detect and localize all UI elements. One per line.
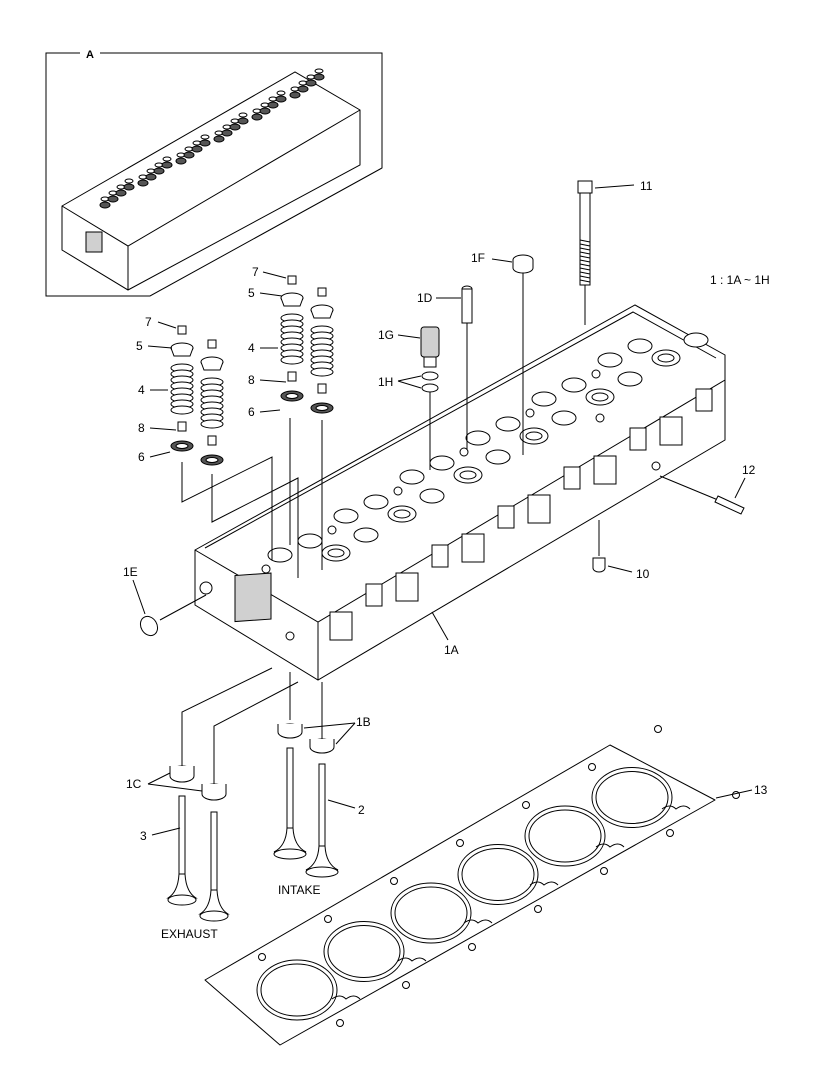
callout-1f: 1F [471, 251, 485, 265]
stud-12: 12 [659, 463, 756, 515]
detail-a-label: A [86, 49, 94, 61]
caption-intake: INTAKE [278, 883, 320, 897]
plug-10: 10 [592, 520, 650, 581]
head-gasket-13: 13 [204, 725, 768, 1046]
callout-1h: 1H [378, 375, 393, 389]
callout-1c: 1C [126, 777, 142, 791]
callout-6-right: 6 [248, 405, 255, 419]
part-1e-plug: 1E [123, 565, 207, 637]
assembly-note: 1 : 1A ~ 1H [710, 273, 770, 287]
callout-4-right: 4 [248, 341, 255, 355]
exhaust-valves-3 [166, 795, 230, 922]
part-1h-o-rings: 1H [378, 371, 439, 470]
cylinder-head-1a [194, 304, 726, 681]
part-1f-sleeve: 1F [471, 251, 534, 455]
valve-seats-1b: 1B [277, 715, 371, 754]
callout-1a: 1A [444, 643, 459, 657]
assembly-guide-lines [181, 418, 323, 790]
valve-seats-1c: 1C [126, 765, 227, 801]
callout-8-left: 8 [138, 421, 145, 435]
valve-spring-stack-left [170, 325, 224, 466]
intake-valves-2 [273, 747, 339, 878]
callout-1d: 1D [417, 291, 433, 305]
callout-2: 2 [358, 803, 365, 817]
callout-7-left: 7 [145, 315, 152, 329]
callout-1e: 1E [123, 565, 138, 579]
callout-1g: 1G [378, 328, 394, 342]
callout-8-right: 8 [248, 373, 255, 387]
callout-7-right: 7 [252, 265, 259, 279]
part-1g-nozzle-holder: 1G [378, 326, 440, 368]
head-bolt-11: 11 [577, 179, 653, 325]
detail-a-inset: A [45, 49, 383, 297]
part-1d-tube: 1D [417, 285, 473, 450]
callout-11: 11 [640, 179, 653, 193]
valve-spring-stack-right [280, 275, 334, 414]
callout-6-left: 6 [138, 450, 145, 464]
callout-12: 12 [742, 463, 756, 477]
callout-5-right: 5 [248, 286, 255, 300]
callout-13: 13 [754, 783, 768, 797]
callout-10: 10 [636, 567, 650, 581]
assembled-head-illustration [61, 68, 361, 291]
caption-exhaust: EXHAUST [161, 927, 218, 941]
callout-5-left: 5 [136, 339, 143, 353]
callout-1b: 1B [356, 715, 371, 729]
callout-3: 3 [140, 829, 147, 843]
callout-4-left: 4 [138, 383, 145, 397]
